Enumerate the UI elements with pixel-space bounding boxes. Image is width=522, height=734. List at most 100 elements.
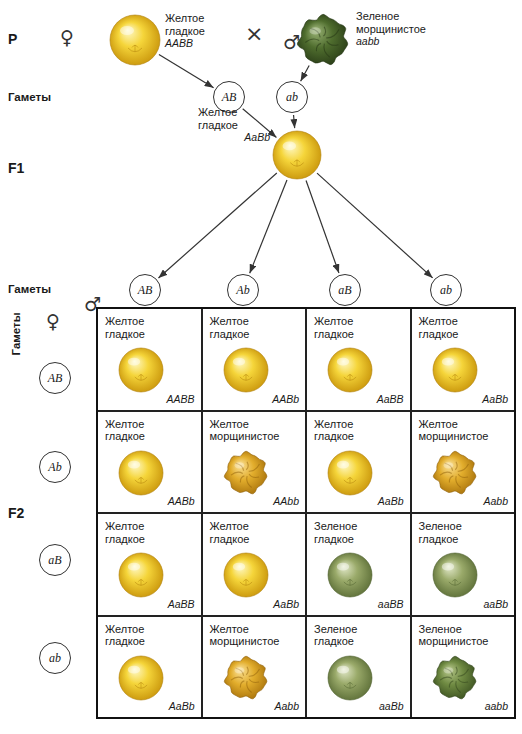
pea-highlight [128, 358, 140, 366]
gamete-genotype: ab [440, 283, 452, 298]
punnett-cell: Зеленое гладкоеaaBb [411, 513, 516, 616]
pea-seed [327, 552, 373, 598]
sex-symbol: ♀ [46, 310, 60, 332]
pea-smooth [328, 451, 372, 495]
gamete-genotype: Ab [48, 460, 61, 475]
gamete-circle: AB [39, 362, 71, 394]
gamete-circle: Ab [39, 451, 71, 483]
pea-wrinkled [297, 14, 347, 64]
pea-seed [109, 14, 161, 66]
genotype-text: AABb [168, 495, 195, 508]
pea-hilum [239, 579, 251, 585]
pea-seed [432, 347, 478, 393]
generation-label: F1 [8, 160, 24, 176]
seed-caption: Желтое гладкоеAABB [165, 12, 245, 50]
pea-hilum [344, 682, 356, 688]
punnett-cell: Желтое гладкоеAABb [97, 411, 202, 514]
pea-body [110, 15, 160, 65]
pea-smooth [119, 348, 163, 392]
pea-creases [439, 461, 467, 487]
pea-highlight [128, 460, 140, 468]
pea-seed-node: Желтое гладкоеAABB [109, 14, 161, 66]
pea-seed-node: Зеленое морщинистоеaabb [296, 13, 350, 67]
punnett-cell: Желтое гладкоеAABb [202, 308, 307, 411]
pea-highlight [441, 563, 453, 571]
pea-body [224, 451, 267, 494]
pea-seed [432, 552, 478, 598]
pea-highlight [234, 667, 244, 673]
pea-smooth [119, 553, 163, 597]
pea-smooth [119, 451, 163, 495]
pea-smooth [328, 553, 372, 597]
pea-smooth [328, 656, 372, 700]
punnett-cell: Зеленое морщинистоеaabb [411, 616, 516, 719]
row-label: Гаметы [8, 91, 51, 103]
pea-body [119, 656, 163, 700]
pea-wrinkled [224, 656, 267, 699]
punnett-cell: Желтое гладкоеAABB [97, 308, 202, 411]
pea-body [224, 553, 268, 597]
pea-wrinkled [224, 451, 267, 494]
pea-seed [223, 450, 269, 496]
pea-hilum [128, 45, 142, 52]
inheritance-arrow [306, 180, 339, 273]
pea-hilum [344, 579, 356, 585]
pea-hilum [135, 579, 147, 585]
pea-seed [432, 655, 478, 701]
gamete-circle: AB [129, 274, 161, 306]
pea-smooth [433, 553, 477, 597]
inheritance-arrow [250, 180, 287, 273]
gamete-genotype: AB [48, 371, 63, 386]
phenotype-text: Желтое морщинистое [419, 418, 489, 443]
phenotype-text: Зеленое морщинистое [356, 10, 426, 35]
sex-symbol: ♂ [283, 31, 300, 53]
pea-body [328, 451, 372, 495]
pea-seed [296, 13, 350, 67]
pea-seed [118, 655, 164, 701]
gamete-genotype: Ab [236, 283, 249, 298]
phenotype-text: Желтое морщинистое [210, 418, 280, 443]
phenotype-text: Желтое гладкое [314, 418, 354, 443]
gamete-genotype: AB [138, 283, 153, 298]
phenotype-text: Желтое гладкое [210, 315, 250, 340]
cross-sign: × [245, 21, 263, 46]
genotype-text: AaBb [378, 495, 404, 508]
pea-smooth [224, 553, 268, 597]
sex-symbol: ♂ [84, 293, 101, 315]
pea-smooth [328, 348, 372, 392]
pea-smooth [224, 348, 268, 392]
pea-smooth [110, 15, 160, 65]
pea-seed [118, 450, 164, 496]
genotype-text: AaBb [169, 700, 195, 713]
phenotype-text: Желтое гладкое [314, 315, 354, 340]
pea-highlight [128, 563, 140, 571]
genotype-text: aabb [356, 35, 446, 48]
pea-body [297, 14, 347, 64]
seed-caption: Желтое гладкоеAaBb [198, 106, 270, 144]
pea-hilum [344, 477, 356, 483]
punnett-cell: Желтое гладкоеAaBb [202, 513, 307, 616]
pea-body [433, 451, 476, 494]
row-label: Гаметы [10, 313, 22, 356]
pea-hilum [135, 477, 147, 483]
phenotype-text: Желтое гладкое [419, 315, 459, 340]
sex-symbol: ♀ [60, 26, 74, 48]
pea-body [328, 656, 372, 700]
genotype-text: AABb [272, 393, 299, 406]
phenotype-text: Желтое гладкое [210, 520, 250, 545]
genotype-text: aaBb [483, 598, 508, 611]
genotype-text: AABB [166, 393, 194, 406]
punnett-cell: Желтое морщинистоеAabb [411, 411, 516, 514]
pea-highlight [232, 563, 244, 571]
pea-body [119, 348, 163, 392]
pea-body [328, 348, 372, 392]
genotype-text: AaBb [482, 393, 508, 406]
gamete-genotype: AB [222, 90, 237, 105]
phenotype-text: Зеленое гладкое [314, 520, 357, 545]
pea-highlight [234, 462, 244, 468]
pea-creases [230, 461, 258, 487]
phenotype-text: Желтое гладкое [105, 520, 145, 545]
pea-seed-node: Желтое гладкоеAaBb [272, 130, 322, 180]
genotype-text: aaBb [379, 700, 404, 713]
